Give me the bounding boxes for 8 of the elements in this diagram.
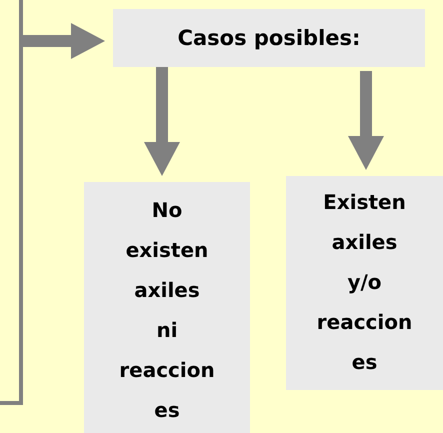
text-box bbox=[84, 182, 250, 433]
case-text: Existen axiles y/o reaccion es bbox=[316, 189, 412, 376]
text-box bbox=[113, 9, 425, 67]
arrow bbox=[348, 71, 384, 170]
arrow bbox=[23, 23, 105, 59]
case-text: No existen axiles ni reaccion es bbox=[119, 197, 215, 424]
heading-text: Casos posibles: bbox=[178, 25, 360, 51]
text-box bbox=[286, 176, 443, 390]
